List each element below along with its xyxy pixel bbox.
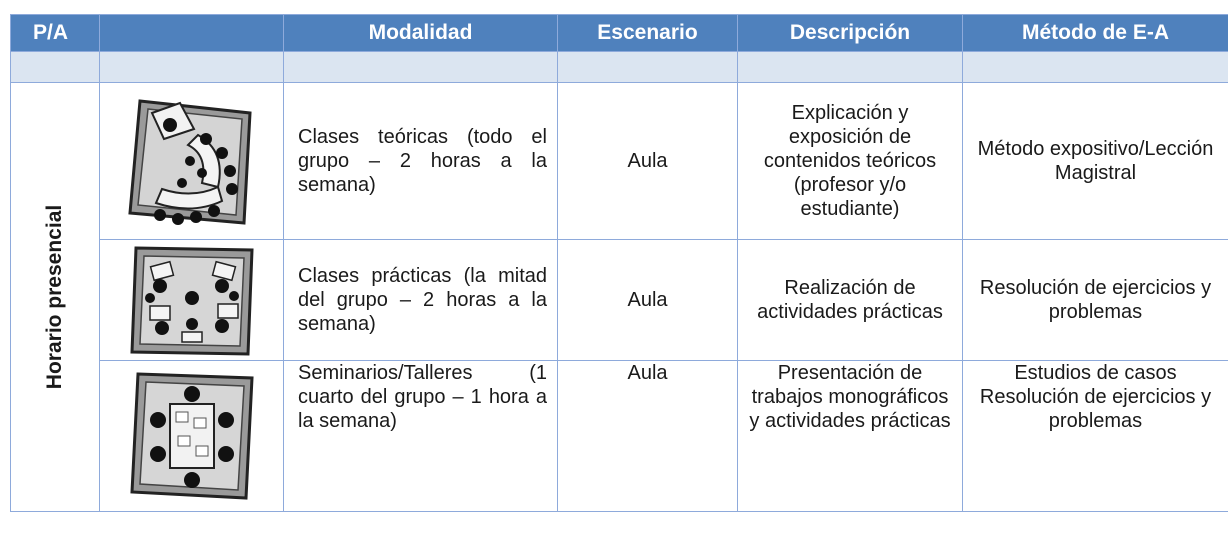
methodology-table: P/A Modalidad Escenario Descripción Méto… xyxy=(10,14,1228,512)
subheader-row xyxy=(10,51,1228,83)
seminar-table-icon xyxy=(129,372,254,500)
group-work-icon xyxy=(129,246,254,356)
row-descripcion: Explicación y exposición de contenidos t… xyxy=(737,82,963,240)
row-image-cell xyxy=(99,360,284,512)
row-metodo: Resolución de ejercicios y problemas xyxy=(962,239,1228,361)
table-row: Clases prácticas (la mitad del grupo – 2… xyxy=(11,239,1228,361)
row-modalidad: Clases teóricas (todo el grupo – 2 horas… xyxy=(283,82,558,240)
row-descripcion: Realización de actividades prácticas xyxy=(737,239,963,361)
header-blank xyxy=(99,14,284,52)
side-label-cell: Horario presencial xyxy=(10,82,100,512)
header-metodo: Método de E-A xyxy=(962,14,1228,52)
table-row: Seminarios/Talleres (1 cuarto del grupo … xyxy=(11,360,1228,512)
row-modalidad: Seminarios/Talleres (1 cuarto del grupo … xyxy=(283,360,558,512)
header-pa: P/A xyxy=(10,14,100,52)
side-label: Horario presencial xyxy=(43,204,66,390)
row-descripcion: Presentación de trabajos monográficos y … xyxy=(737,360,963,512)
row-escenario: Aula xyxy=(557,360,738,512)
row-image-cell xyxy=(99,239,284,361)
lecture-classroom-icon xyxy=(127,99,252,225)
row-escenario: Aula xyxy=(557,239,738,361)
row-modalidad: Clases prácticas (la mitad del grupo – 2… xyxy=(283,239,558,361)
row-escenario: Aula xyxy=(557,82,738,240)
row-metodo: Estudios de casos Resolución de ejercici… xyxy=(962,360,1228,512)
header-row: P/A Modalidad Escenario Descripción Méto… xyxy=(10,14,1228,52)
table-row: Horario presencial Clases teóricas (todo… xyxy=(10,82,1228,512)
header-modalidad: Modalidad xyxy=(283,14,558,52)
row-image-cell xyxy=(99,82,284,240)
row-metodo: Método expositivo/Lección Magistral xyxy=(962,82,1228,240)
methodology-table-container: P/A Modalidad Escenario Descripción Méto… xyxy=(10,14,1228,549)
header-descripcion: Descripción xyxy=(737,14,963,52)
header-escenario: Escenario xyxy=(557,14,738,52)
